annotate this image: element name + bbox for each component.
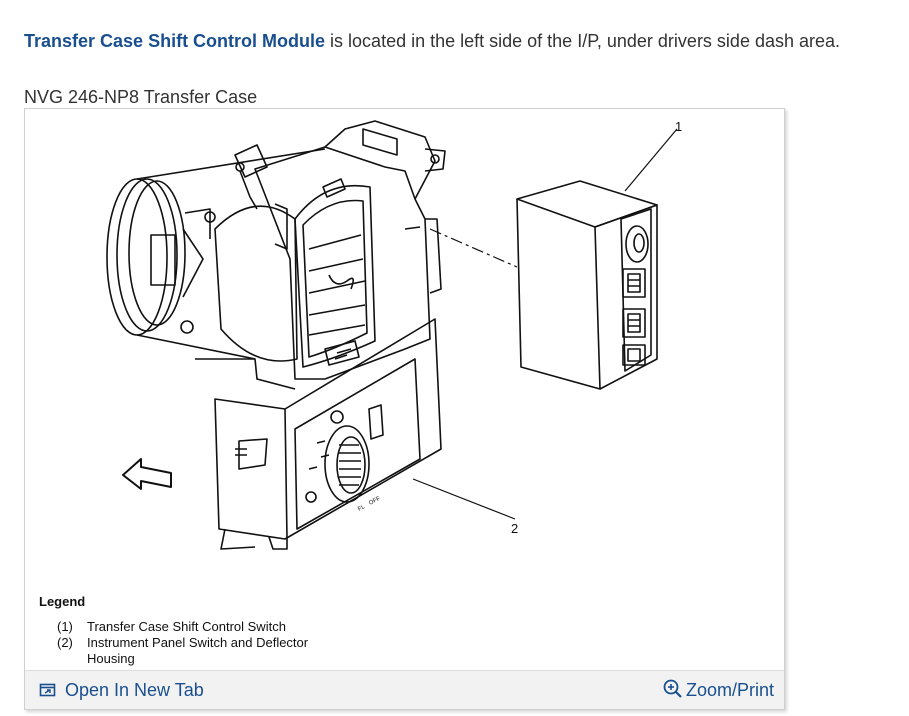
air-duct-drawing (106, 148, 326, 360)
leader-line-1 (624, 128, 678, 192)
zoom-in-icon (663, 679, 682, 698)
legend-text: Instrument Panel Switch and Deflector Ho… (87, 635, 309, 666)
deflector-housing-drawing (195, 120, 446, 390)
legend: Legend (1) Transfer Case Shift Control S… (39, 594, 357, 667)
zoom-print-label: Zoom/Print (685, 679, 774, 700)
intro-text: is located in the left side of the I/P, … (325, 31, 841, 51)
legend-title: Legend (39, 594, 86, 609)
switch-label-fl: FL (357, 504, 367, 513)
callout-2: 2 (511, 521, 518, 536)
legend-number: (1) (57, 619, 73, 634)
forward-arrow (122, 458, 172, 490)
legend-entry: (2) Instrument Panel Switch and Deflecto… (57, 635, 357, 667)
switch-panel-drawing (214, 318, 442, 550)
open-tab-icon (39, 683, 56, 697)
diagram-figure: 1 2 FL OFF Legend (1) Transfer Case Shif… (24, 108, 785, 710)
open-in-new-tab-label: Open In New Tab (65, 679, 204, 700)
callout-1: 1 (675, 119, 682, 134)
legend-entry: (1) Transfer Case Shift Control Switch (57, 619, 357, 635)
legend-number: (2) (57, 635, 73, 650)
leader-line-2 (412, 478, 516, 520)
transfer-case-diagram: 1 2 FL OFF (106, 119, 682, 550)
legend-text: Transfer Case Shift Control Switch (87, 619, 286, 634)
intro-paragraph: Transfer Case Shift Control Module is lo… (24, 29, 899, 53)
open-in-new-tab-button[interactable]: Open In New Tab (39, 680, 204, 701)
module-link[interactable]: Transfer Case Shift Control Module (24, 31, 326, 51)
switch-label-off: OFF (368, 496, 382, 507)
zoom-print-button[interactable]: Zoom/Print (662, 679, 774, 701)
image-action-bar: Open In New Tab Zoom/Print (25, 670, 784, 709)
shift-control-module-drawing (516, 180, 658, 390)
alignment-line (429, 228, 518, 268)
figure-caption: NVG 246-NP8 Transfer Case (24, 87, 258, 107)
